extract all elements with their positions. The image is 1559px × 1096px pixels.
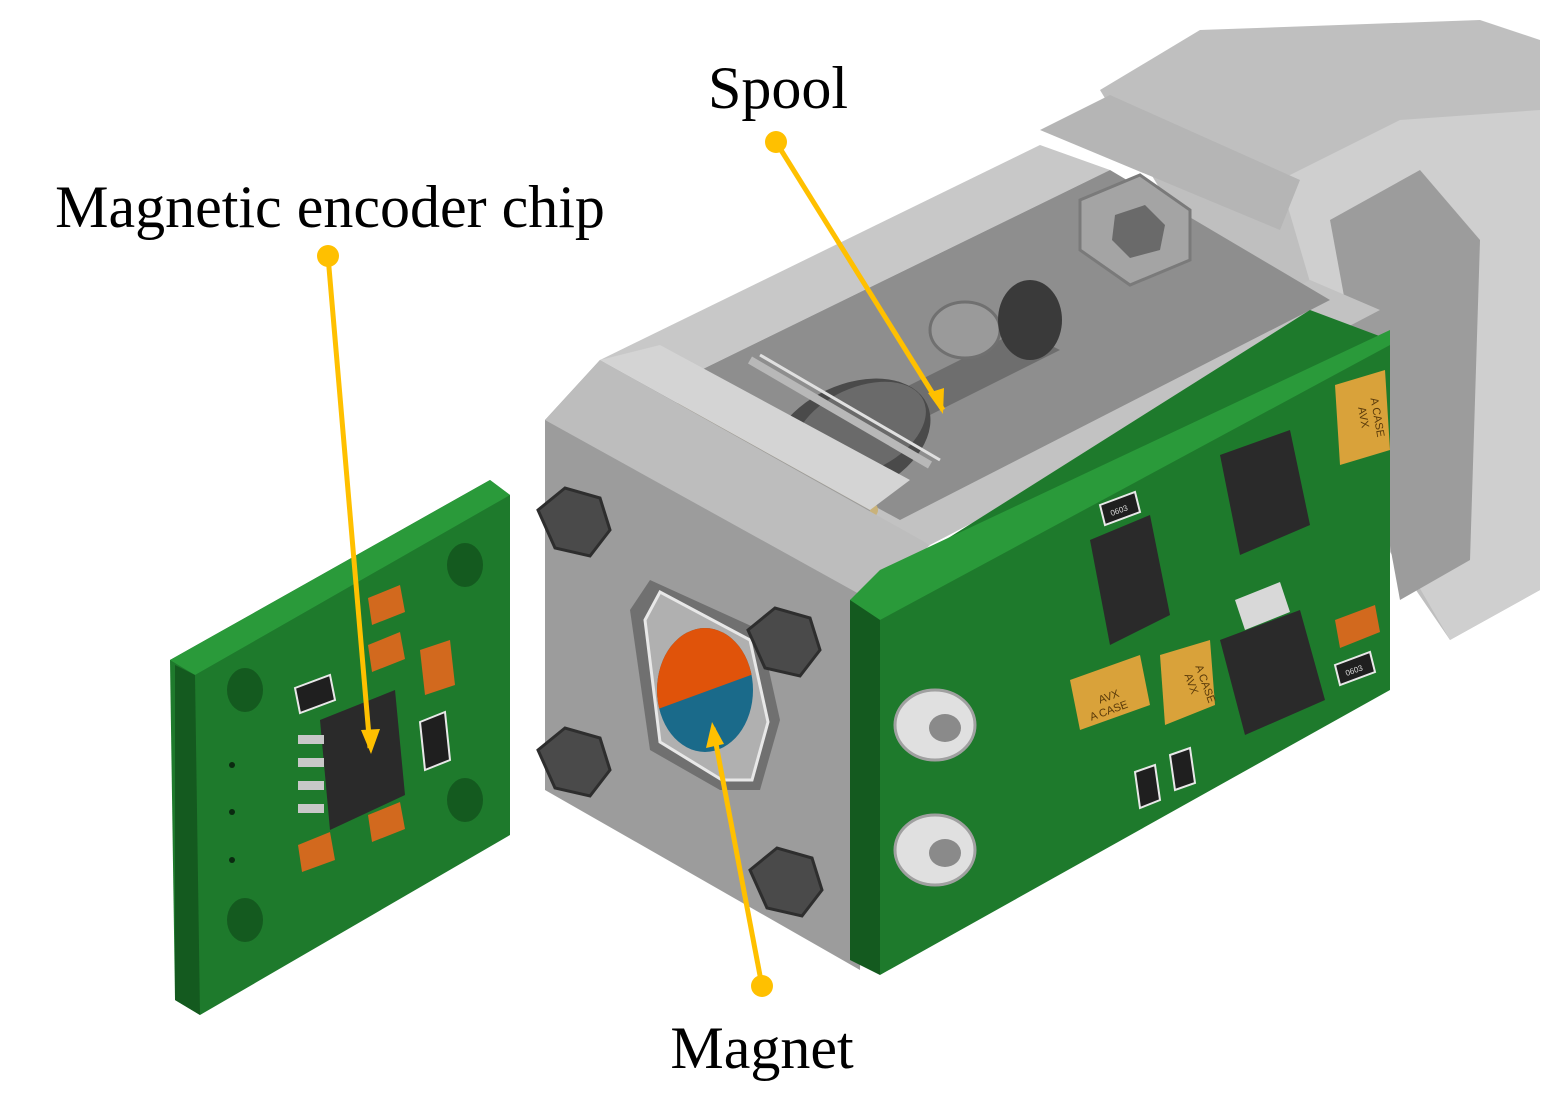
chip-resistor	[1133, 763, 1162, 810]
chip-resistor	[1168, 746, 1197, 792]
chip-capacitor	[420, 640, 455, 695]
label-encoder-chip: Magnetic encoder chip	[55, 174, 605, 240]
callout-spool: Spool	[708, 55, 946, 414]
housing-bolts	[536, 486, 824, 918]
encoder-pcb	[170, 480, 510, 1015]
chip-capacitor	[298, 832, 335, 872]
chip-resistor	[293, 673, 337, 715]
svg-text:AVX: AVX	[1355, 406, 1371, 430]
encoder-chip	[298, 690, 405, 830]
chip-resistor	[418, 710, 452, 772]
voltage-regulator	[1220, 610, 1325, 735]
callout-encoder-chip: Magnetic encoder chip	[55, 174, 605, 754]
chip-capacitor	[368, 802, 405, 842]
chip-capacitor	[368, 585, 405, 625]
driver-pcb: AVX A CASE AVX A CASE AVX A CASE 0603 06…	[850, 310, 1390, 975]
chip-capacitor	[1335, 605, 1380, 648]
chip-resistor: 0603	[1333, 650, 1377, 687]
label-magnet: Magnet	[670, 1015, 854, 1081]
driver-ic	[1090, 515, 1170, 645]
chip-capacitor	[368, 632, 405, 672]
driver-ic	[1220, 430, 1310, 555]
callout-magnet: Magnet	[670, 722, 854, 1081]
tantalum-capacitor: AVX A CASE	[1335, 370, 1390, 465]
chip-resistor: 0603	[1098, 490, 1142, 527]
inner-fastener	[928, 300, 1002, 360]
label-spool: Spool	[708, 55, 848, 121]
